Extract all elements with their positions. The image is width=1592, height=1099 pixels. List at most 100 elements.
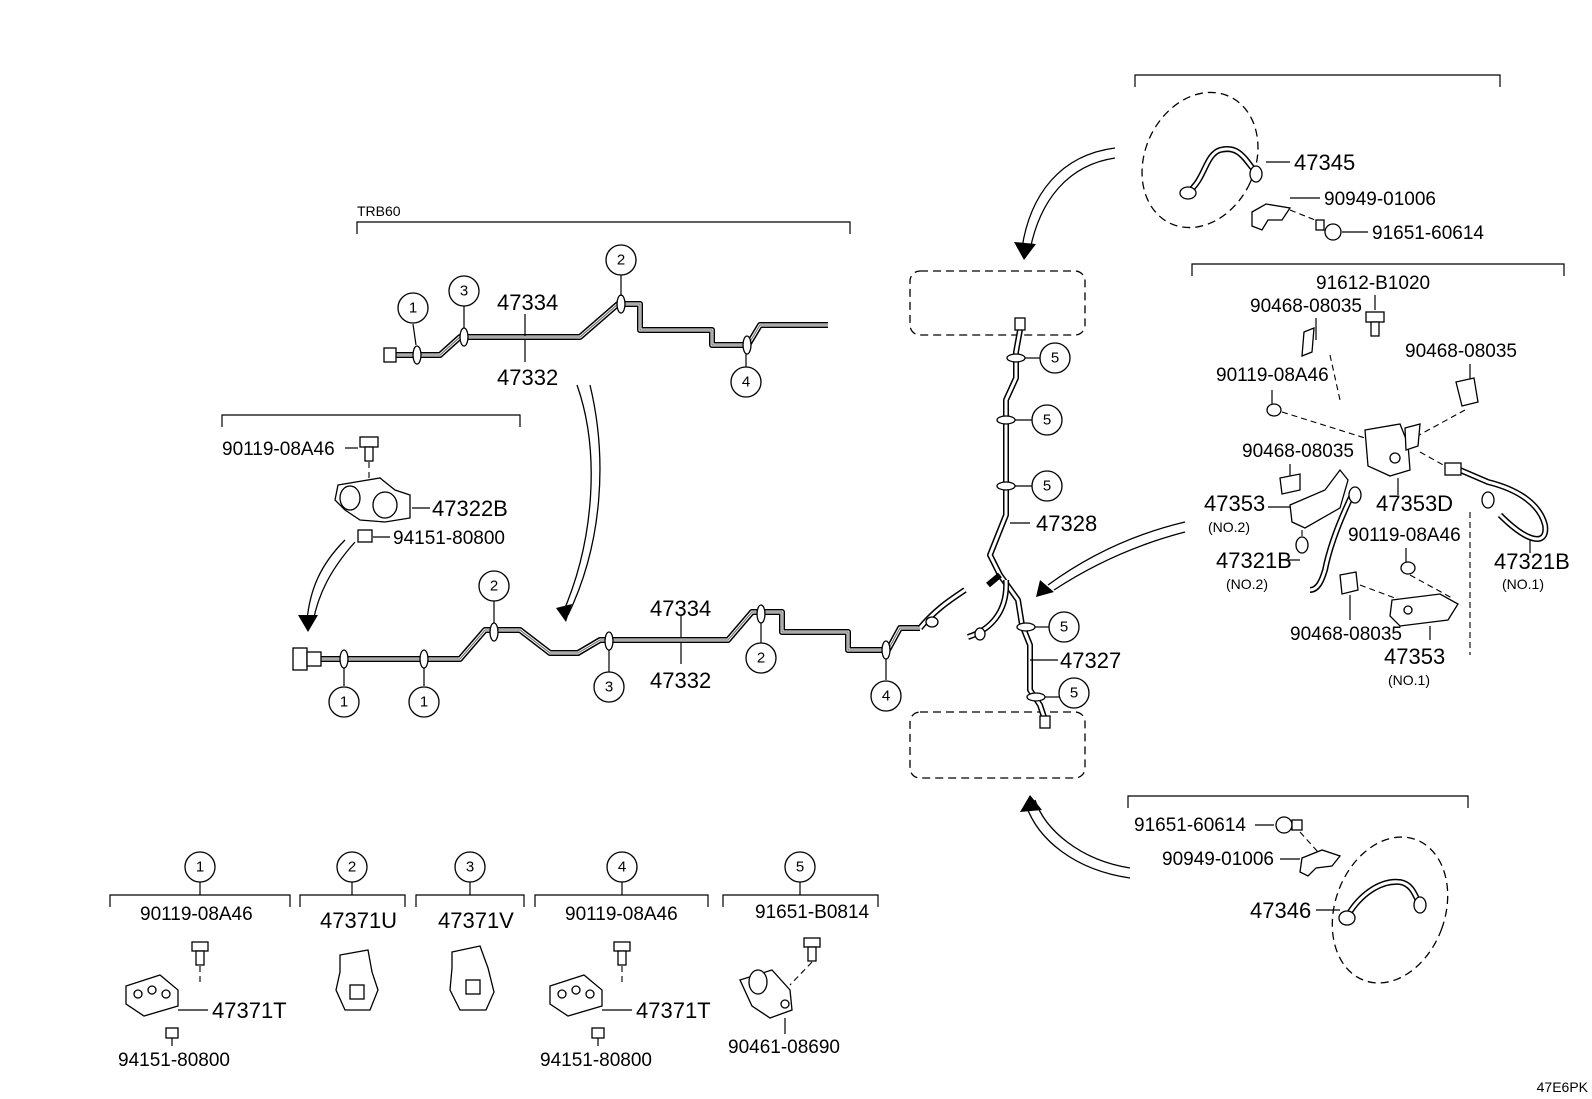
bolt-b-label: 90119-08A46 — [1216, 365, 1329, 386]
bracket-no1-tag: (NO.1) — [1388, 672, 1430, 688]
legend-5-bolt-label: 91651-B0814 — [755, 902, 870, 923]
trb60-label: TRB60 — [357, 203, 401, 219]
hose-no1-tag: (NO.1) — [1502, 576, 1544, 592]
svg-text:3: 3 — [460, 283, 468, 300]
junction-bolt-label: 90119-08A46 — [222, 439, 335, 460]
front-clip-icon — [1251, 203, 1292, 231]
bolt-b2-icon — [1400, 561, 1416, 575]
svg-text:4: 4 — [742, 374, 750, 391]
legend-4-clamp-label: 47371T — [636, 998, 711, 1023]
hose-no1-fitting — [1444, 462, 1462, 476]
front-hose-label: 47345 — [1294, 150, 1355, 175]
junction-nut-icon — [357, 529, 373, 543]
main-callout-4: 4 — [870, 680, 902, 712]
bracket-d-label: 47353D — [1376, 491, 1453, 516]
trb60-clamp-2 — [616, 294, 626, 314]
clip-b1-icon — [1301, 327, 1315, 357]
front-hose-end-b — [1249, 165, 1263, 183]
main-fitting — [292, 647, 308, 671]
rear-axle-box — [909, 711, 1086, 779]
main-clamp-3 — [604, 631, 614, 651]
legend-4-clamp-icon — [549, 974, 603, 1017]
svg-text:3: 3 — [605, 679, 613, 696]
arrow-rear-axle — [1047, 521, 1186, 586]
legend-4-nut-icon — [591, 1027, 605, 1039]
rear-hose-end-b — [1413, 896, 1427, 914]
rear-bolt2-label: 91651-60614 — [1134, 815, 1246, 836]
svg-text:2: 2 — [617, 252, 625, 269]
bracket-no2-tag: (NO.2) — [1208, 519, 1250, 535]
arrow-rear-hose — [1034, 799, 1131, 869]
svg-text:1: 1 — [409, 300, 417, 317]
rear-clip-label: 90949-01006 — [1162, 849, 1274, 870]
junction-block-icon — [334, 477, 411, 523]
trb60-tube — [383, 294, 828, 365]
legend-1: 1 90119-08A46 47371T 94151-80800 — [109, 851, 291, 1071]
svg-text:2: 2 — [490, 578, 498, 595]
svg-text:5: 5 — [1060, 619, 1068, 636]
legend-5-bolt-icon — [803, 937, 821, 962]
clip-b4-icon — [1339, 571, 1359, 595]
trb60-bracket-line — [356, 221, 851, 234]
front-bolt-label: 91651-60614 — [1372, 223, 1484, 244]
main-clamp-2a — [489, 622, 499, 642]
bracket-no1-icon — [1389, 593, 1459, 627]
part-47328: 47328 — [1036, 511, 1097, 536]
main-part-47334: 47334 — [650, 596, 711, 621]
svg-text:1: 1 — [420, 694, 428, 711]
hose-no2-tag: (NO.2) — [1226, 576, 1268, 592]
svg-text:5: 5 — [1051, 350, 1059, 367]
clip-b3-icon — [1279, 473, 1301, 495]
svg-text:4: 4 — [882, 688, 890, 705]
front-hose-end-a — [1179, 186, 1197, 200]
diagram-code: 47E6PK — [1537, 1079, 1589, 1095]
trb60-callout-1: 1 — [397, 292, 429, 324]
legend-1-bolt-label: 90119-08A46 — [140, 904, 253, 925]
clip-b1-label: 90468-08035 — [1250, 296, 1362, 317]
right-callout-5e: 5 — [1058, 677, 1090, 709]
svg-text:5: 5 — [796, 859, 804, 876]
legend-2-clamp-icon — [335, 949, 379, 1011]
clip-b3-label: 90468-08035 — [1242, 441, 1354, 462]
svg-text:2: 2 — [348, 859, 356, 876]
legend-4-nut-label: 94151-80800 — [540, 1050, 652, 1071]
clip-b4-label: 90468-08035 — [1290, 624, 1402, 645]
legend: 1 90119-08A46 47371T 94151-80800 2 — [109, 851, 879, 1071]
rear-bolt-label: 91612-B1020 — [1316, 273, 1430, 294]
main-callout-1a: 1 — [328, 686, 360, 718]
trb60-fitting — [383, 347, 397, 363]
part-47327: 47327 — [1060, 648, 1121, 673]
legend-1-clamp-icon — [125, 974, 179, 1017]
rear-clip-icon — [1299, 849, 1342, 877]
bracket-no2-label: 47353 — [1204, 491, 1265, 516]
main-callout-2a: 2 — [478, 570, 510, 602]
arrow-trb60 — [561, 384, 592, 616]
legend-2: 2 47371U — [299, 851, 406, 1011]
legend-2-clamp-label: 47371U — [320, 908, 397, 933]
main-callout-1b: 1 — [408, 686, 440, 718]
right-callout-5d: 5 — [1048, 611, 1080, 643]
trb60-callout-2: 2 — [605, 244, 637, 276]
rear-hose-label: 47346 — [1250, 898, 1311, 923]
legend-4: 4 90119-08A46 47371T 94151-80800 — [534, 851, 711, 1071]
svg-text:1: 1 — [196, 859, 204, 876]
legend-5-clamp-label: 90461-08690 — [728, 1037, 840, 1058]
svg-text:5: 5 — [1043, 478, 1051, 495]
right-callout-5a: 5 — [1039, 342, 1071, 374]
legend-1-clamp-label: 47371T — [212, 998, 287, 1023]
svg-text:5: 5 — [1043, 412, 1051, 429]
main-clamp-1a — [339, 649, 349, 669]
legend-4-bolt-icon — [613, 941, 631, 966]
trb60-part-47332: 47332 — [497, 365, 558, 390]
legend-3-clamp-icon — [449, 945, 495, 1011]
svg-text:2: 2 — [757, 650, 765, 667]
front-axle-box — [909, 270, 1086, 336]
main-clamp-1b — [419, 649, 429, 669]
trb60-clamp-3 — [459, 327, 469, 347]
right-callout-5b: 5 — [1031, 404, 1063, 436]
legend-3-clamp-label: 47371V — [438, 908, 514, 933]
legend-1-bolt-icon — [191, 941, 209, 966]
main-part-47332: 47332 — [650, 668, 711, 693]
bracket-no1-label: 47353 — [1384, 644, 1445, 669]
